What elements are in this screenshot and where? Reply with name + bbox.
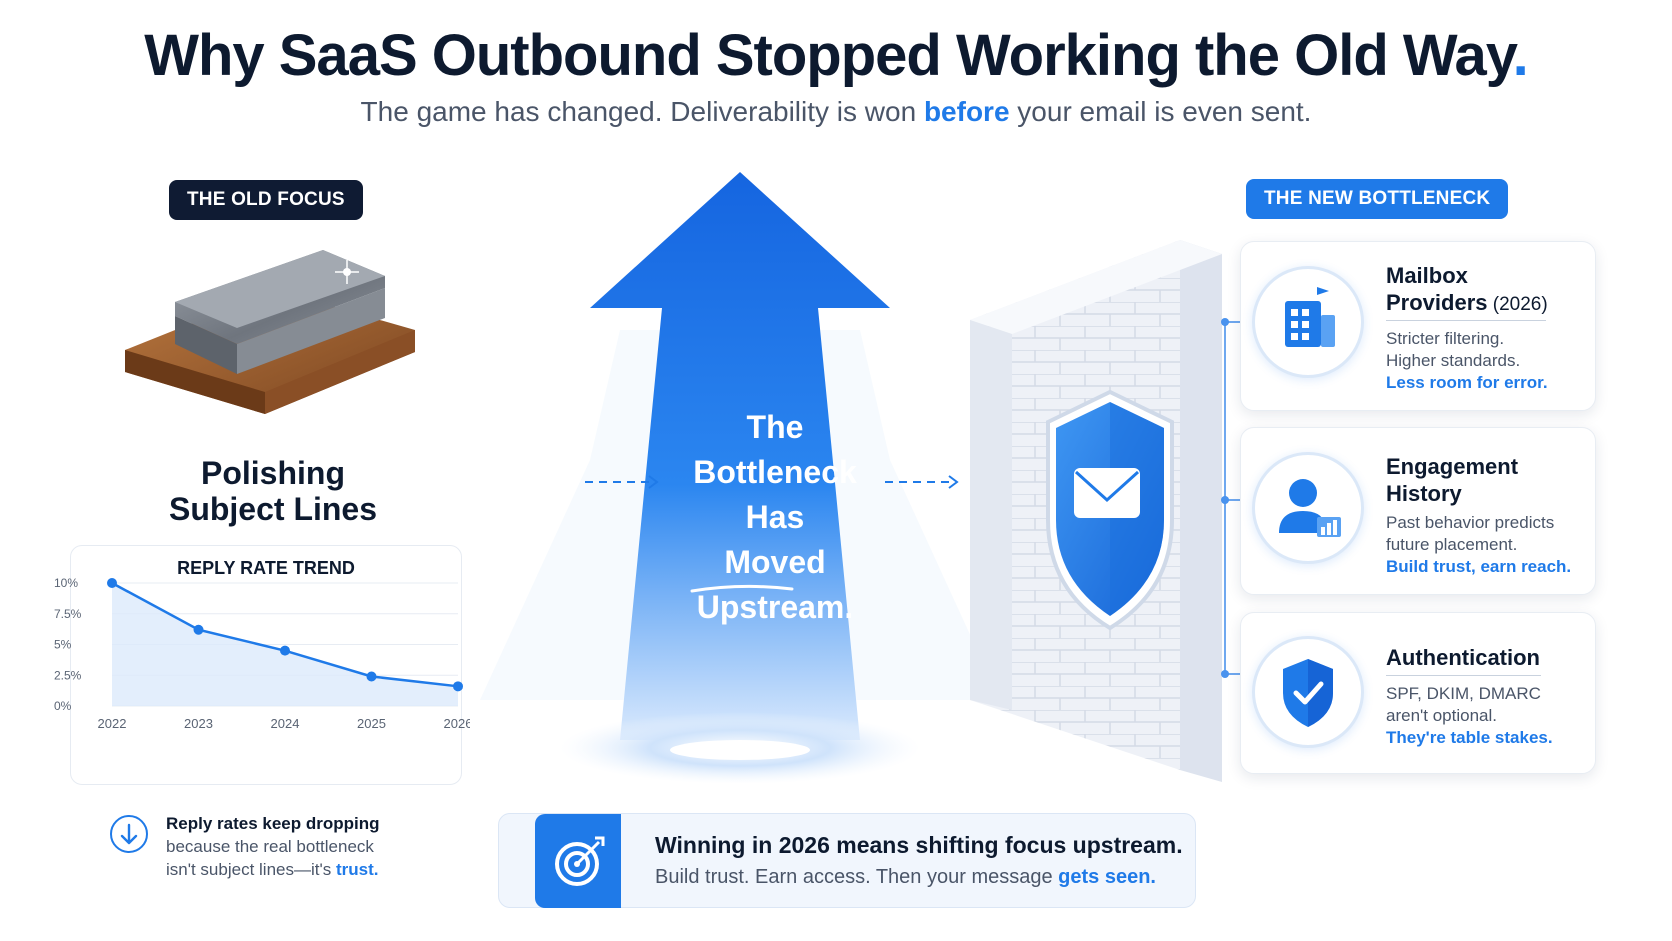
x-tick-label: 2025: [357, 716, 386, 731]
x-tick-label: 2026: [444, 716, 470, 731]
shield-check-icon: [1252, 636, 1364, 748]
old-focus-pill: THE OLD FOCUS: [169, 180, 363, 220]
card-body-authentication: SPF, DKIM, DMARC aren't optional. They'r…: [1386, 684, 1553, 747]
card-body-mailbox: Stricter filtering. Higher standards. Le…: [1386, 329, 1548, 392]
page-title: Why SaaS Outbound Stopped Working the Ol…: [144, 23, 1529, 88]
y-tick-label: 0%: [54, 699, 72, 713]
down-arrow-icon: [110, 815, 148, 853]
card-title-mailbox: Mailbox Providers (2026): [1386, 263, 1548, 315]
y-tick-label: 10%: [54, 576, 78, 590]
reply-rate-chart: 0% 2.5% 5% 7.5% 10% 2022 2023 2024 2025 2026: [54, 576, 470, 731]
y-tick-label: 5%: [54, 638, 72, 652]
old-focus-heading: Polishing Subject Lines: [168, 455, 378, 527]
x-tick-label: 2024: [271, 716, 300, 731]
card-body-engagement: Past behavior predicts future placement.…: [1386, 513, 1572, 576]
page-subtitle: The game has changed. Deliverability is …: [360, 96, 1312, 127]
new-bottleneck-pill: THE NEW BOTTLENECK: [1246, 179, 1509, 219]
chart-area: [112, 583, 458, 706]
x-tick-label: 2023: [184, 716, 213, 731]
banner-subline: Build trust. Earn access. Then your mess…: [655, 866, 1156, 888]
chart-point: [280, 645, 290, 656]
bottleneck-moved-text: The Bottleneck Has Moved Upstream.: [693, 409, 857, 625]
chart-point: [193, 624, 204, 635]
chart-point: [366, 671, 377, 682]
old-focus-note: Reply rates keep dropping because the re…: [166, 814, 380, 879]
chart-point: [453, 681, 463, 692]
user-chart-icon: [1252, 452, 1364, 564]
chart-title: REPLY RATE TREND: [177, 558, 355, 578]
card-title-engagement: Engagement History: [1386, 454, 1519, 506]
card-title-authentication: Authentication: [1386, 645, 1540, 670]
dashed-arrow-right-icon: [885, 475, 959, 489]
chart-point: [107, 578, 117, 588]
banner-headline: Winning in 2026 means shifting focus ups…: [655, 832, 1183, 858]
brick-wall-shield-illustration: [970, 240, 1222, 782]
x-tick-label: 2022: [98, 716, 127, 731]
polishing-block-illustration: [125, 250, 415, 414]
y-tick-label: 7.5%: [54, 607, 82, 621]
building-icon: [1252, 266, 1364, 378]
dashed-arrow-left-icon: [585, 475, 659, 489]
y-tick-label: 2.5%: [54, 668, 82, 682]
upstream-arrow-graphic: [480, 172, 1000, 784]
divider: [1386, 675, 1541, 676]
target-icon: [535, 814, 621, 908]
divider: [1386, 320, 1546, 321]
